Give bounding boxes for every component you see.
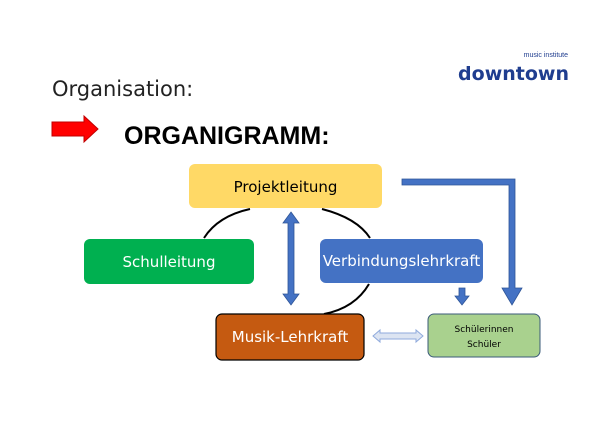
double-arrow-horizontal [372,328,424,344]
connection-arcs [203,208,371,315]
arc-schulleitung [203,208,251,239]
svg-text:Schulleitung: Schulleitung [123,253,216,271]
svg-text:Verbindungslehrkraft: Verbindungslehrkraft [323,252,481,270]
svg-text:Projektleitung: Projektleitung [234,178,338,196]
slide-title: ORGANIGRAMM: [124,122,330,150]
svg-text:Schüler: Schüler [467,340,501,350]
node-verbindungslehrkraft: Verbindungslehrkraft [320,239,483,283]
svg-text:Musik-Lehrkraft: Musik-Lehrkraft [232,328,349,346]
logo: downtown [458,63,569,85]
red-arrow-icon [51,114,99,144]
node-schulleitung: Schulleitung [84,239,254,284]
slide-heading: Organisation: [52,77,193,101]
logo-subtitle: music institute [524,52,568,59]
node-projektleitung: Projektleitung [189,164,382,208]
node-musik-lehrkraft: Musik-Lehrkraft [215,313,365,361]
node-schueler: Schülerinnen Schüler [427,313,541,358]
down-arrow-small [454,287,470,306]
double-arrow-vertical [282,211,300,306]
arc-verbindung [321,208,371,239]
svg-text:Schülerinnen: Schülerinnen [455,325,514,335]
elbow-arrow [401,178,523,306]
arc-musik [323,283,370,315]
